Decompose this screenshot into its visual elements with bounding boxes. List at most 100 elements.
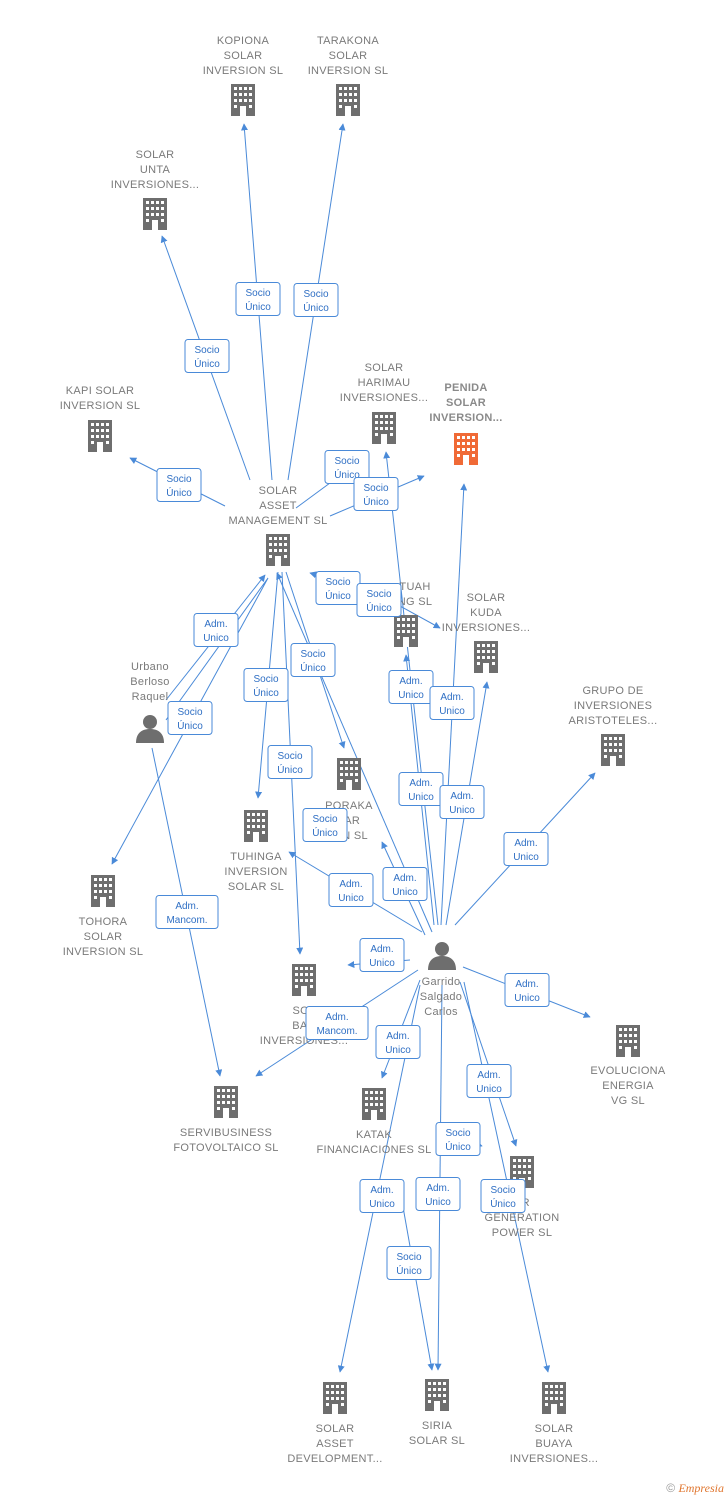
brand-logo[interactable]: Empresia: [678, 1481, 724, 1495]
person-icon[interactable]: [136, 715, 164, 743]
node-label[interactable]: TUAH: [399, 581, 430, 593]
node-label[interactable]: KATAK: [356, 1129, 392, 1141]
node-label[interactable]: FINANCIACIONES SL: [316, 1144, 431, 1156]
building-icon[interactable]: [601, 734, 625, 766]
node-label[interactable]: SOLAR: [259, 485, 298, 497]
node-label[interactable]: NG SL: [398, 596, 433, 608]
building-icon[interactable]: [214, 1086, 238, 1118]
building-icon[interactable]: [362, 1088, 386, 1120]
node-label[interactable]: SOLAR: [446, 397, 486, 409]
edge-label[interactable]: Adm.Unico: [415, 1177, 461, 1211]
building-icon[interactable]: [266, 534, 290, 566]
node-label[interactable]: INVERSION SL: [308, 65, 389, 77]
node-label[interactable]: SOLAR SL: [228, 881, 284, 893]
node-siria[interactable]: SIRIA SOLAR SL: [409, 1379, 465, 1447]
node-label[interactable]: INVERSION SL: [60, 400, 141, 412]
node-label[interactable]: INVERSION SL: [203, 65, 284, 77]
node-label[interactable]: VG SL: [611, 1095, 645, 1107]
edge-label[interactable]: Adm.Unico: [398, 772, 444, 806]
node-label[interactable]: TARAKONA: [317, 35, 379, 47]
node-label[interactable]: GENERATION: [485, 1212, 560, 1224]
node-label[interactable]: SOLAR SL: [409, 1435, 465, 1447]
node-label[interactable]: SOLAR: [136, 149, 175, 161]
building-icon[interactable]: [143, 198, 167, 230]
node-label[interactable]: INVERSIONES...: [111, 179, 200, 191]
edge-label[interactable]: Adm.Unico: [359, 938, 405, 972]
node-label[interactable]: ASSET: [259, 500, 297, 512]
node-label[interactable]: TOHORA: [79, 916, 128, 928]
node-tuah[interactable]: TUAH NG SL: [394, 581, 432, 647]
node-label[interactable]: BUAYA: [535, 1438, 573, 1450]
node-label[interactable]: ASSET: [316, 1438, 354, 1450]
node-aristoteles[interactable]: GRUPO DEINVERSIONESARISTOTELES...: [569, 685, 658, 766]
building-icon[interactable]: [616, 1025, 640, 1057]
person-icon[interactable]: [428, 942, 456, 970]
edge-label[interactable]: Adm.Mancom.: [155, 895, 219, 929]
node-label[interactable]: SIRIA: [422, 1420, 453, 1432]
building-icon[interactable]: [372, 412, 396, 444]
edge-label[interactable]: Adm.Unico: [382, 867, 428, 901]
edge-label[interactable]: Adm.Unico: [193, 613, 239, 647]
node-kopiona[interactable]: KOPIONA SOLAR INVERSION SL: [203, 35, 284, 116]
node-label[interactable]: INVERSIONES...: [510, 1453, 599, 1465]
node-label[interactable]: GRUPO DE: [582, 685, 643, 697]
node-sam[interactable]: SOLAR ASSET MANAGEMENT SL: [228, 485, 327, 566]
edge-label[interactable]: Adm.Unico: [504, 973, 550, 1007]
node-label[interactable]: DEVELOPMENT...: [287, 1453, 382, 1465]
node-kuda[interactable]: SOLARKUDAINVERSIONES...: [442, 592, 531, 673]
node-label[interactable]: INVERSIONES...: [442, 622, 531, 634]
node-label[interactable]: SERVIBUSINESS: [180, 1127, 272, 1139]
node-label[interactable]: TUHINGA: [230, 851, 282, 863]
edge-label[interactable]: Adm.Unico: [388, 670, 434, 704]
node-unta[interactable]: SOLAR UNTA INVERSIONES...: [111, 149, 200, 230]
node-label[interactable]: SOLAR: [84, 931, 123, 943]
edge-label[interactable]: Adm.Unico: [359, 1179, 405, 1213]
edge-label[interactable]: Adm.Unico: [439, 785, 485, 819]
node-label[interactable]: UNTA: [140, 164, 171, 176]
building-icon[interactable]: [425, 1379, 449, 1411]
building-icon[interactable]: [292, 964, 316, 996]
building-icon[interactable]: [394, 615, 418, 647]
node-sad[interactable]: SOLAR ASSET DEVELOPMENT...: [287, 1382, 382, 1465]
edge-label[interactable]: Adm.Unico: [375, 1025, 421, 1059]
node-label[interactable]: SOLAR: [365, 362, 404, 374]
node-label[interactable]: INVERSIONES: [574, 700, 653, 712]
building-icon[interactable]: [542, 1382, 566, 1414]
edge-label[interactable]: Adm.Unico: [328, 873, 374, 907]
node-label[interactable]: POWER SL: [492, 1227, 552, 1239]
node-label[interactable]: INVERSION...: [429, 412, 502, 424]
node-label[interactable]: SOLAR: [224, 50, 263, 62]
node-label[interactable]: SOLAR: [316, 1423, 355, 1435]
node-evoluciona[interactable]: EVOLUCIONA ENERGIA VG SL: [590, 1025, 666, 1107]
node-label[interactable]: PENIDA: [444, 382, 487, 394]
node-label[interactable]: SOLAR: [467, 592, 506, 604]
node-label[interactable]: MANAGEMENT SL: [228, 515, 327, 527]
building-icon[interactable]: [474, 641, 498, 673]
node-label[interactable]: Berloso: [130, 676, 169, 688]
building-icon[interactable]: [336, 84, 360, 116]
node-label[interactable]: ENERGIA: [602, 1080, 654, 1092]
building-icon[interactable]: [88, 420, 112, 452]
building-icon[interactable]: [231, 84, 255, 116]
node-buaya[interactable]: SOLARBUAYAINVERSIONES...: [510, 1382, 599, 1465]
node-label[interactable]: Carlos: [424, 1006, 458, 1018]
node-label[interactable]: EVOLUCIONA: [590, 1065, 665, 1077]
node-label[interactable]: INVERSIONES...: [340, 392, 429, 404]
node-label[interactable]: KOPIONA: [217, 35, 270, 47]
building-icon[interactable]: [244, 810, 268, 842]
